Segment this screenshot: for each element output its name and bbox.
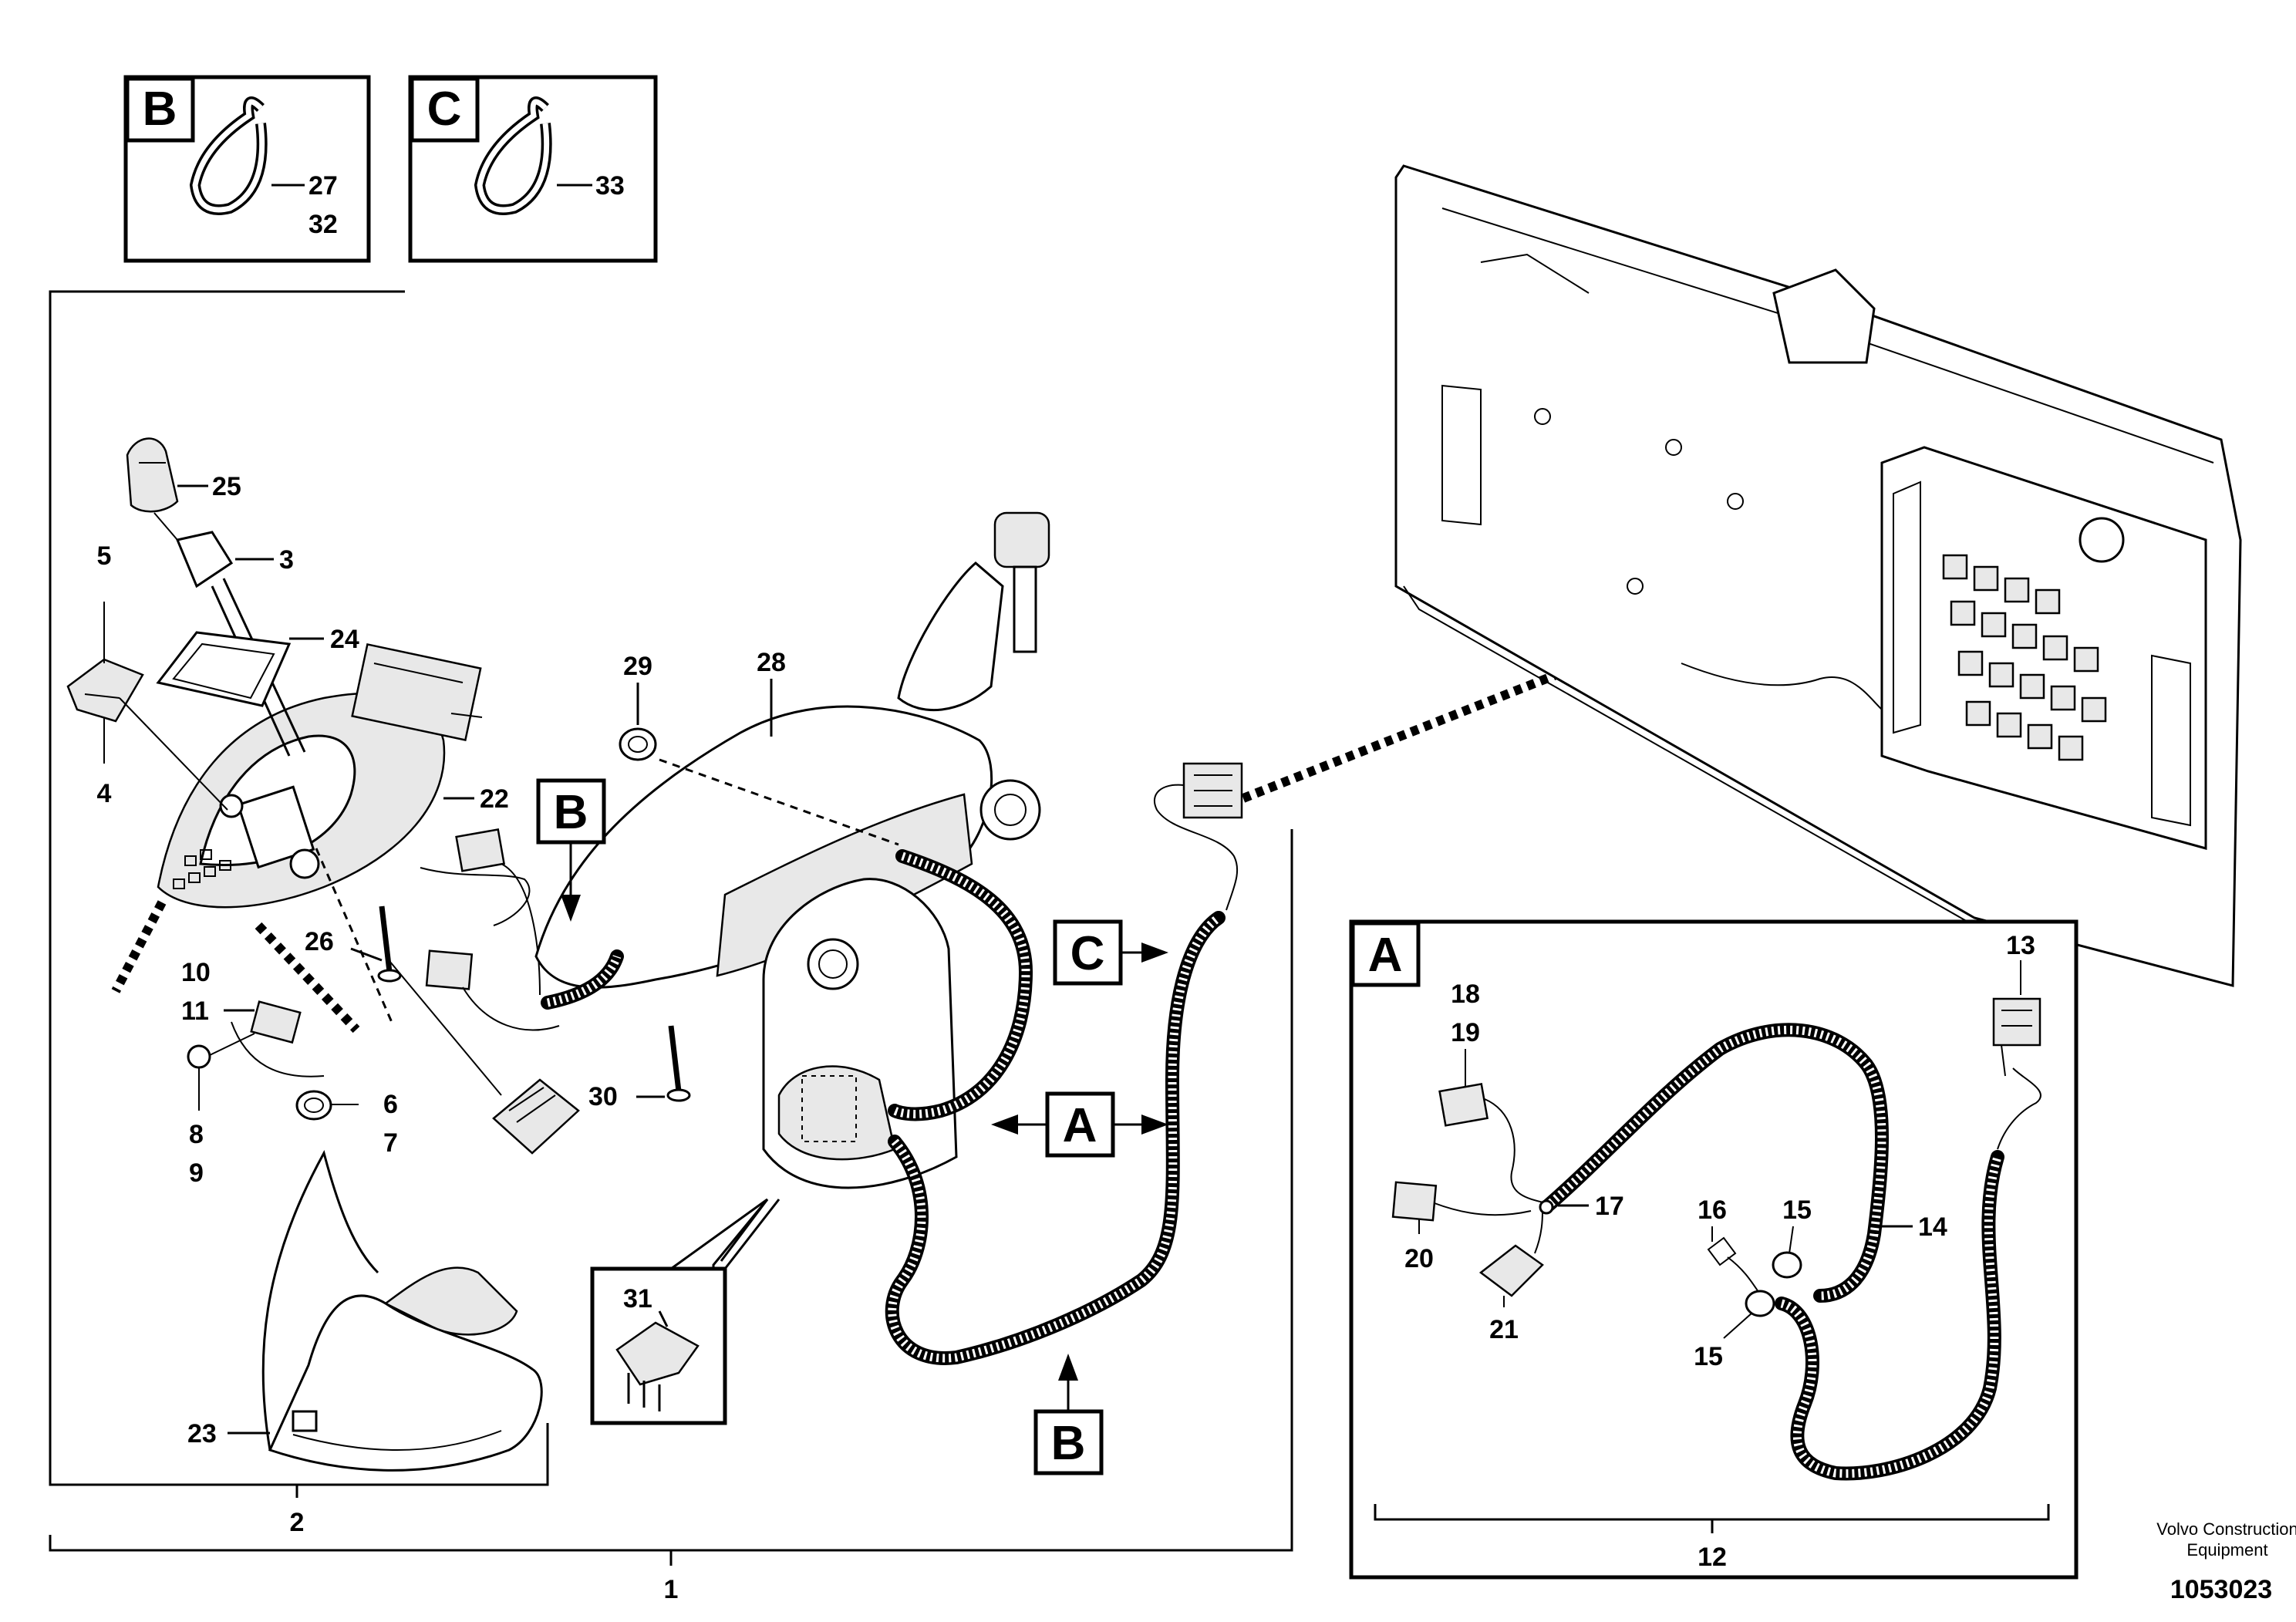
callout-29: 29 — [623, 652, 652, 681]
lamp-connector — [187, 1000, 325, 1077]
lever-knob — [126, 437, 179, 513]
callout-17: 17 — [1595, 1192, 1624, 1221]
detail-box-b-letter: B — [143, 83, 177, 136]
rocker-switch — [66, 658, 144, 723]
detail-box-a-letter: A — [1368, 929, 1403, 982]
callout-15-bottom: 15 — [1694, 1342, 1723, 1371]
control-panel-housing — [157, 642, 483, 909]
detail-box-c: C 33 — [408, 75, 658, 263]
ref-tag-b-bottom: B — [1051, 1417, 1086, 1470]
callout-4: 4 — [97, 779, 112, 808]
callout-12: 12 — [1698, 1543, 1727, 1572]
callout-27: 27 — [308, 171, 338, 201]
callout-2: 2 — [290, 1508, 305, 1537]
callout-18: 18 — [1451, 980, 1480, 1009]
ref-tag-c: C — [1070, 927, 1105, 980]
callout-14: 14 — [1918, 1212, 1947, 1242]
callout-26: 26 — [305, 927, 334, 956]
callout-15-top: 15 — [1782, 1195, 1812, 1225]
callout-21: 21 — [1489, 1315, 1519, 1344]
harness-connector — [1992, 997, 2041, 1047]
ref-tag-b-top: B — [554, 786, 588, 839]
callout-23: 23 — [187, 1419, 217, 1448]
brand-name: Volvo Construction — [2156, 1519, 2296, 1539]
callout-7: 7 — [383, 1128, 398, 1158]
dashed-link — [255, 922, 360, 1034]
detail-box-a: A — [1349, 919, 2079, 1580]
callout-9: 9 — [189, 1158, 204, 1188]
callout-11: 11 — [181, 996, 209, 1026]
detail-box-b: B 27 32 — [123, 75, 371, 263]
callout-31: 31 — [623, 1284, 652, 1313]
callout-28: 28 — [757, 648, 786, 677]
callout-19: 19 — [1451, 1018, 1480, 1047]
lever-boot — [156, 631, 292, 707]
callout-10: 10 — [181, 958, 211, 987]
callout-33: 33 — [595, 171, 625, 201]
assembly-bracket-2: 2 — [49, 1458, 549, 1537]
callout-20: 20 — [1404, 1244, 1434, 1273]
brand-subline: Equipment — [2186, 1540, 2267, 1560]
callout-30: 30 — [588, 1082, 618, 1111]
grommet-pair — [1707, 1236, 1802, 1317]
detail-box-c-letter: C — [427, 83, 462, 136]
cable-tie-icon — [189, 96, 268, 215]
callout-3: 3 — [279, 545, 294, 575]
callout-22: 22 — [480, 784, 509, 814]
electrical-panel — [1394, 164, 2242, 987]
callout-25: 25 — [212, 472, 241, 501]
dashed-link — [111, 900, 167, 993]
wiring-cluster — [385, 828, 580, 1155]
callout-24: 24 — [330, 625, 359, 654]
callout-5: 5 — [97, 541, 112, 571]
callout-16: 16 — [1698, 1195, 1727, 1225]
callout-6: 6 — [383, 1090, 398, 1119]
callout-32: 32 — [308, 210, 338, 239]
callout-8: 8 — [189, 1120, 204, 1149]
seal-ring — [295, 1090, 332, 1121]
detail-box-31 — [590, 1198, 781, 1425]
callout-13: 13 — [2006, 931, 2035, 960]
relay-grid — [1942, 554, 2107, 761]
callout-1: 1 — [664, 1575, 679, 1604]
cable-tie-icon — [474, 96, 552, 215]
screw — [666, 1025, 691, 1102]
document-number: 1053023 — [2170, 1575, 2272, 1604]
washer — [619, 727, 657, 761]
screw — [377, 905, 402, 983]
ref-tag-a: A — [1063, 1099, 1097, 1152]
keypad-row — [173, 849, 231, 889]
bottom-cover — [261, 1150, 543, 1472]
